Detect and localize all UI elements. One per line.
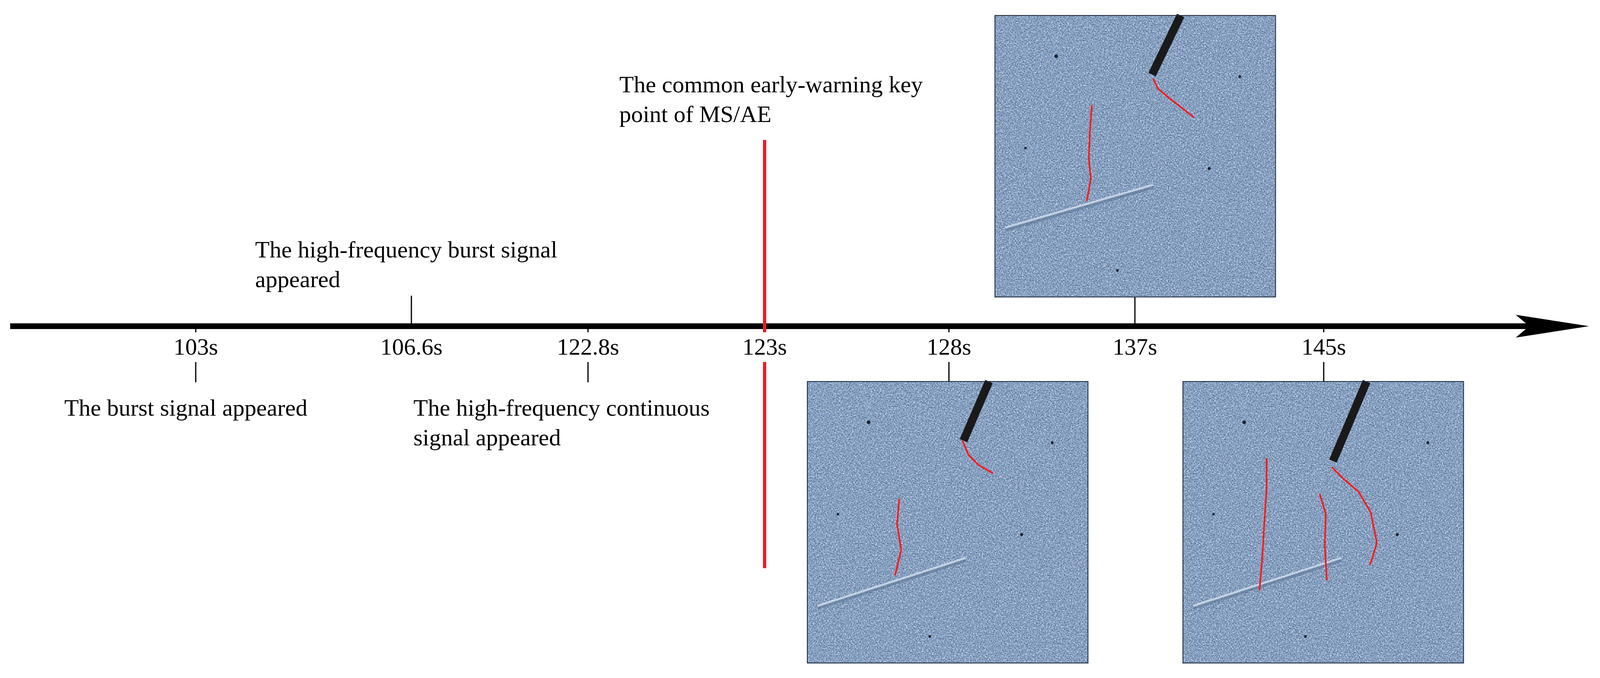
time-axis bbox=[10, 323, 1531, 330]
pre-crack bbox=[817, 558, 966, 607]
pre-crack bbox=[1193, 560, 1342, 609]
crack-line bbox=[1086, 105, 1093, 202]
crack-line bbox=[1319, 493, 1327, 581]
crack-line bbox=[895, 498, 902, 576]
crack-line bbox=[962, 440, 993, 474]
specimen-photo bbox=[994, 15, 1276, 298]
annotation-text: The high-frequency burst signal appeared bbox=[255, 235, 589, 295]
loading-rod bbox=[1151, 15, 1181, 75]
time-label: 128s bbox=[924, 332, 973, 363]
loading-rod bbox=[1333, 381, 1367, 462]
annotation-text: The common early-warning key point of MS… bbox=[619, 69, 954, 129]
time-label: 123s bbox=[740, 332, 789, 363]
specimen-photo bbox=[807, 381, 1089, 664]
annotation-text: The burst signal appeared bbox=[64, 393, 308, 424]
pre-crack bbox=[817, 560, 966, 609]
time-label: 103s bbox=[171, 332, 220, 363]
loading-rod bbox=[963, 381, 990, 441]
crack-line bbox=[1153, 78, 1194, 118]
time-label: 106.6s bbox=[378, 332, 444, 363]
time-label: 145s bbox=[1299, 332, 1348, 363]
axis-arrowhead bbox=[1515, 314, 1590, 338]
pre-crack bbox=[1193, 558, 1342, 607]
crack-line bbox=[1259, 458, 1267, 591]
specimen-photo bbox=[1182, 381, 1464, 664]
pre-crack bbox=[1005, 184, 1154, 228]
time-label: 122.8s bbox=[555, 332, 621, 363]
tick-mark bbox=[410, 295, 413, 327]
crack-line bbox=[1331, 467, 1377, 566]
annotation-text: The high-frequency continuous signal app… bbox=[413, 393, 748, 453]
time-label: 137s bbox=[1110, 332, 1159, 363]
pre-crack bbox=[1005, 186, 1154, 230]
